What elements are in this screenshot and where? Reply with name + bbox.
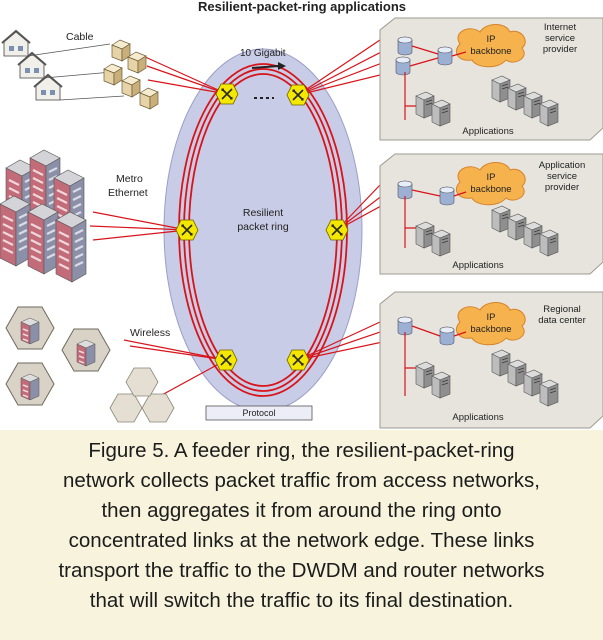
applications-label: Applications [462, 126, 513, 137]
provider-name-line1: Regional [543, 304, 581, 315]
ring-node-switch-icon [175, 219, 199, 241]
protocol-label: Protocol [242, 408, 275, 418]
router-icon [439, 326, 455, 346]
building-icon [54, 210, 88, 284]
cable-box-icon [139, 87, 159, 110]
cable-box-icon [121, 75, 141, 98]
cable-box-icon [111, 39, 131, 62]
server-icon [507, 359, 527, 387]
server-icon [431, 371, 451, 399]
ring-label-line1: Resilient [243, 207, 283, 219]
wireless-cell-icon [61, 328, 111, 372]
server-icon [491, 349, 511, 377]
diagram-title: Resilient-packet-ring applications [198, 0, 406, 14]
server-icon [523, 91, 543, 119]
building-icon [0, 194, 32, 268]
server-icon [415, 91, 435, 119]
traffic-arrow [251, 65, 279, 69]
wireless-network: Wireless [5, 306, 175, 423]
metro-ethernet-network: Metro Ethernet [0, 148, 148, 284]
cable-box-icon [103, 63, 123, 86]
diagram-canvas: Resilient-packet-ring applications 10 Gi… [0, 0, 603, 429]
cable-network: Cable [1, 30, 159, 110]
server-icon [523, 221, 543, 249]
applications-label: Applications [452, 260, 503, 271]
house-icon [17, 52, 47, 79]
caption-line: then aggregates it from around the ring … [101, 499, 502, 522]
provider-panel-internet: IP backbone Internet service provider Ap… [379, 17, 603, 141]
gigabit-label: 10 Gigabit [240, 48, 286, 59]
applications-label: Applications [452, 412, 503, 423]
provider-name-line2: data center [538, 315, 586, 326]
backbone-label: backbone [470, 46, 511, 57]
server-icon [415, 221, 435, 249]
building-icon [26, 202, 60, 276]
ring-node-switch-icon [286, 349, 310, 371]
caption-line: that will switch the traffic to its fina… [89, 589, 514, 612]
router-icon [439, 186, 455, 206]
server-icon [507, 213, 527, 241]
backbone-label: backbone [470, 324, 511, 335]
router-icon [395, 56, 411, 76]
provider-panel-regional: IP backbone Regional data center Applica… [379, 291, 603, 429]
caption-line: Figure 5. A feeder ring, the resilient-p… [88, 439, 515, 462]
server-icon [539, 379, 559, 407]
ring-node-switch-icon [286, 84, 310, 106]
cable-label: Cable [66, 31, 94, 43]
router-icon [397, 36, 413, 56]
provider-links [297, 39, 393, 361]
wireless-cell-icon [5, 362, 55, 406]
wireless-label: Wireless [130, 327, 170, 339]
ring-node-switch-icon [325, 219, 349, 241]
protocol-box [205, 405, 313, 421]
backbone-label: IP [487, 34, 496, 45]
access-links [89, 55, 228, 397]
server-icon [431, 99, 451, 127]
backbone-label: IP [487, 312, 496, 323]
server-icon [491, 75, 511, 103]
ring-node-switch-icon [215, 83, 239, 105]
provider-name-line1: Application [539, 160, 585, 171]
server-icon [415, 361, 435, 389]
provider-name-line3: provider [543, 44, 577, 55]
provider-name-line2: service [545, 33, 575, 44]
provider-panel-application: IP backbone Application service provider… [379, 153, 603, 275]
metro-label-line2: Ethernet [108, 187, 148, 199]
provider-name-line2: service [547, 171, 577, 182]
server-icon [523, 369, 543, 397]
server-icon [539, 99, 559, 127]
traffic-arrow-head [278, 62, 286, 70]
caption-line: concentrated links at the network edge. … [68, 529, 535, 552]
metro-label-line1: Metro [116, 173, 143, 185]
server-icon [539, 229, 559, 257]
server-icon [507, 83, 527, 111]
caption-line: network collects packet traffic from acc… [63, 469, 540, 492]
provider-name-line1: Internet [544, 22, 577, 33]
wireless-cell-icon [5, 306, 55, 350]
cable-box-icon [127, 51, 147, 74]
server-icon [431, 229, 451, 257]
ring-label-line2: packet ring [237, 221, 289, 233]
ring-node-switch-icon [214, 349, 238, 371]
house-icon [33, 74, 63, 101]
server-icon [491, 205, 511, 233]
house-icon [1, 30, 31, 57]
backbone-label: IP [487, 172, 496, 183]
figure-caption: Figure 5. A feeder ring, the resilient-p… [0, 430, 603, 640]
backbone-label: backbone [470, 184, 511, 195]
provider-name-line3: provider [545, 182, 579, 193]
router-icon [437, 46, 453, 66]
caption-line: transport the traffic to the DWDM and ro… [58, 559, 545, 582]
